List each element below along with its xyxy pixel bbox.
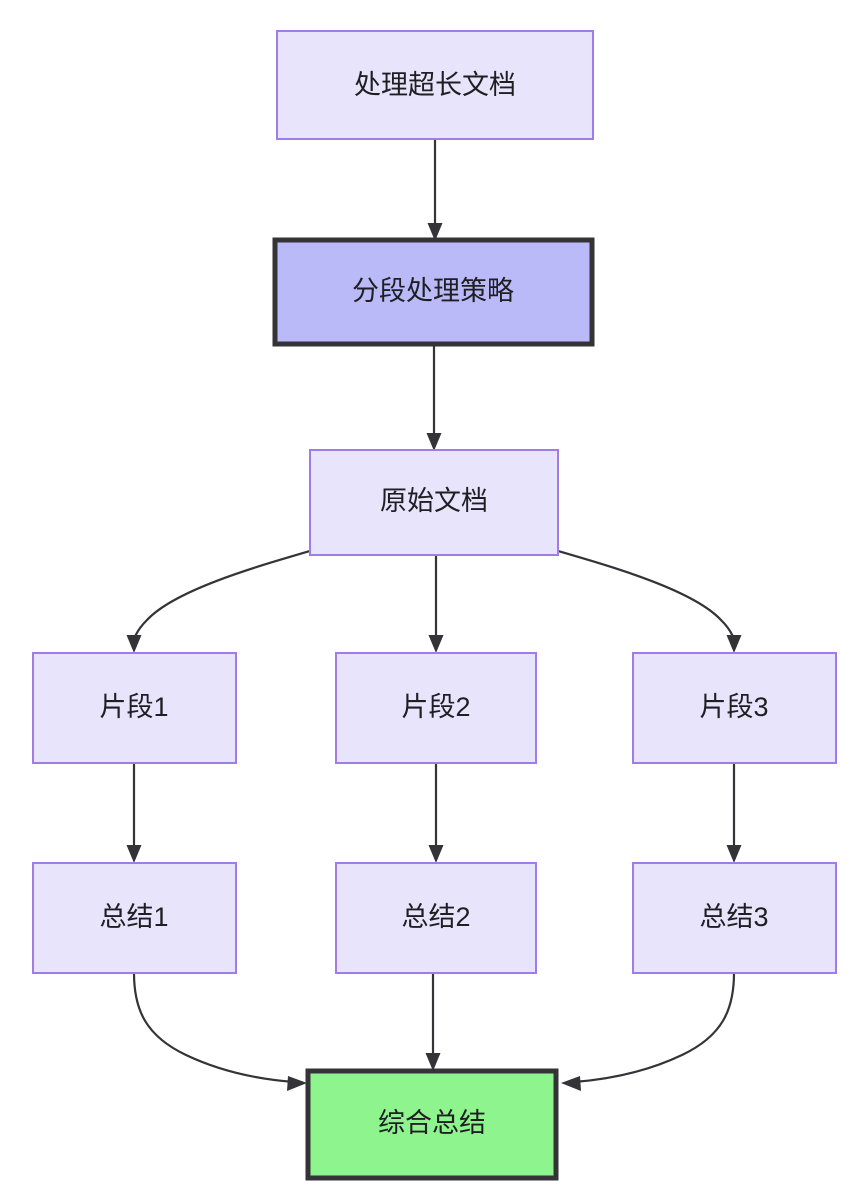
node-fragment-2[interactable]: 片段2: [335, 652, 537, 764]
node-source-doc-shape[interactable]: [309, 449, 559, 556]
node-summary-2-shape[interactable]: [335, 862, 537, 974]
node-source-doc-label: 原始文档: [380, 486, 488, 516]
edge-handle-long-doc-to-chunk-strategy: [427, 139, 443, 241]
node-summary-1-shape[interactable]: [32, 862, 237, 974]
edge-summary-1-to-combined-summary: [132, 972, 307, 1091]
node-combined-summary[interactable]: 综合总结: [305, 1068, 559, 1181]
node-source-doc[interactable]: 原始文档: [309, 449, 559, 556]
node-summary-3-label: 总结3: [699, 902, 768, 932]
edge-summary-2-to-combined-summary: [425, 973, 441, 1071]
node-summary-1[interactable]: 总结1: [32, 862, 237, 974]
edge-layer: [126, 139, 742, 1091]
node-fragment-1-label: 片段1: [99, 692, 168, 722]
node-summary-1-label: 总结1: [99, 902, 168, 932]
node-summary-3-shape[interactable]: [632, 862, 837, 974]
node-fragment-2-shape[interactable]: [335, 652, 537, 764]
edge-fragment-3-to-summary-3: [726, 763, 742, 863]
node-fragment-3-shape[interactable]: [632, 652, 837, 764]
node-fragment-1[interactable]: 片段1: [32, 652, 237, 764]
node-chunk-strategy-shape[interactable]: [272, 237, 595, 347]
node-layer: 处理超长文档 分段处理策略 原始文档 片段1 片段2 片段3: [32, 30, 837, 1181]
edge-source-doc-to-fragment-3: [557, 549, 742, 653]
node-handle-long-doc[interactable]: 处理超长文档: [276, 30, 594, 140]
edge-source-doc-to-fragment-2: [428, 555, 444, 653]
node-summary-3[interactable]: 总结3: [632, 862, 837, 974]
node-fragment-3[interactable]: 片段3: [632, 652, 837, 764]
node-chunk-strategy[interactable]: 分段处理策略: [272, 237, 595, 347]
node-chunk-strategy-label: 分段处理策略: [352, 276, 514, 306]
edge-chunk-strategy-to-source-doc: [426, 344, 442, 451]
node-summary-2-label: 总结2: [401, 902, 470, 932]
node-handle-long-doc-shape[interactable]: [276, 30, 594, 140]
node-handle-long-doc-label: 处理超长文档: [354, 70, 516, 100]
edge-fragment-2-to-summary-2: [428, 763, 444, 863]
node-combined-summary-label: 综合总结: [378, 1108, 486, 1138]
node-combined-summary-shape[interactable]: [305, 1068, 559, 1181]
node-fragment-1-shape[interactable]: [32, 652, 237, 764]
node-fragment-2-label: 片段2: [401, 692, 470, 722]
edge-summary-3-to-combined-summary: [561, 972, 736, 1091]
edge-source-doc-to-fragment-1: [126, 549, 311, 653]
node-fragment-3-label: 片段3: [699, 692, 768, 722]
edge-fragment-1-to-summary-1: [126, 763, 142, 863]
node-summary-2[interactable]: 总结2: [335, 862, 537, 974]
